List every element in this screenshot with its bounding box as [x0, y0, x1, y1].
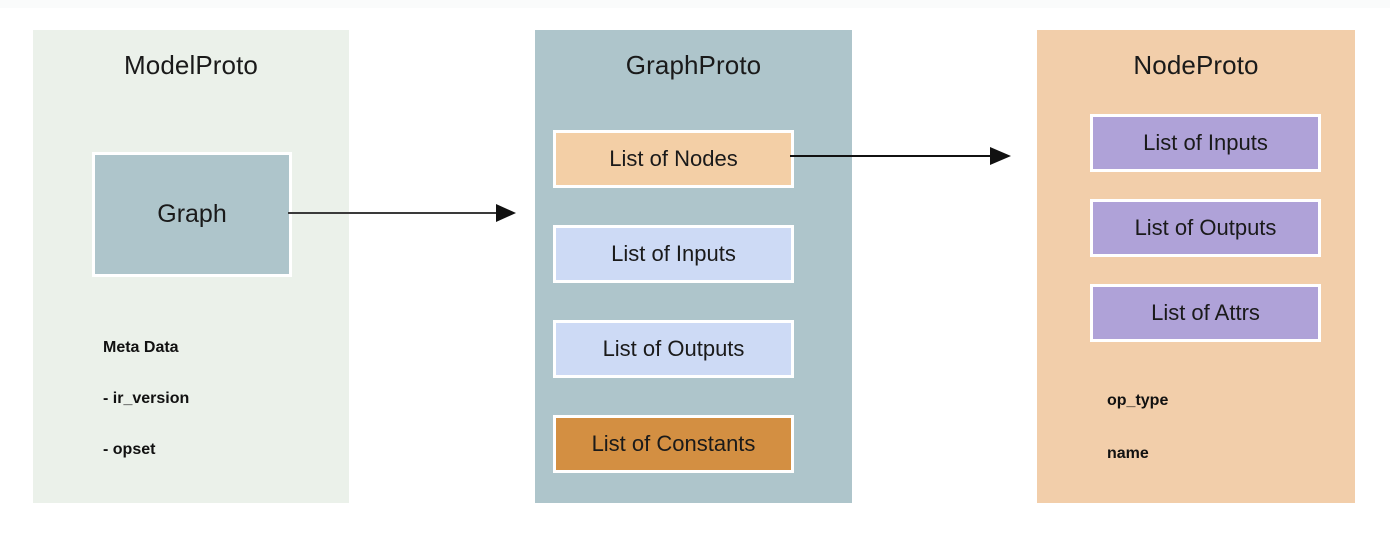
panel-node-proto: NodeProto List of Inputs List of Outputs…	[1037, 30, 1355, 503]
panel-title-node-proto: NodeProto	[1133, 50, 1259, 80]
box-list-of-nodes[interactable]: List of Nodes	[553, 130, 794, 188]
panel-title-graph-proto: GraphProto	[625, 50, 762, 80]
meta-line-name: name	[1107, 445, 1149, 462]
meta-line-opset: - opset	[103, 441, 156, 458]
box-list-of-inputs-node[interactable]: List of Inputs	[1090, 114, 1321, 172]
box-list-of-inputs-graph[interactable]: List of Inputs	[553, 225, 794, 283]
meta-line-meta-data: Meta Data	[103, 339, 179, 356]
top-strip	[0, 0, 1390, 8]
meta-line-op-type: op_type	[1107, 392, 1169, 409]
arrow-nodes-to-nodeproto	[790, 147, 1011, 165]
box-list-of-constants[interactable]: List of Constants	[553, 415, 794, 473]
box-graph[interactable]: Graph	[92, 152, 292, 277]
meta-data-list-model: Meta Data - ir_version - opset	[103, 340, 189, 493]
box-list-of-attrs[interactable]: List of Attrs	[1090, 284, 1321, 342]
panel-model-proto: ModelProto Graph Meta Data - ir_version …	[33, 30, 349, 503]
meta-line-ir-version: - ir_version	[103, 390, 190, 407]
panel-title-model-proto: ModelProto	[124, 50, 258, 80]
meta-data-list-node: op_type name	[1107, 393, 1168, 499]
arrow-graph-to-graphproto	[288, 204, 516, 222]
panel-graph-proto: GraphProto List of Nodes List of Inputs …	[535, 30, 852, 503]
box-list-of-outputs-graph[interactable]: List of Outputs	[553, 320, 794, 378]
box-list-of-outputs-node[interactable]: List of Outputs	[1090, 199, 1321, 257]
